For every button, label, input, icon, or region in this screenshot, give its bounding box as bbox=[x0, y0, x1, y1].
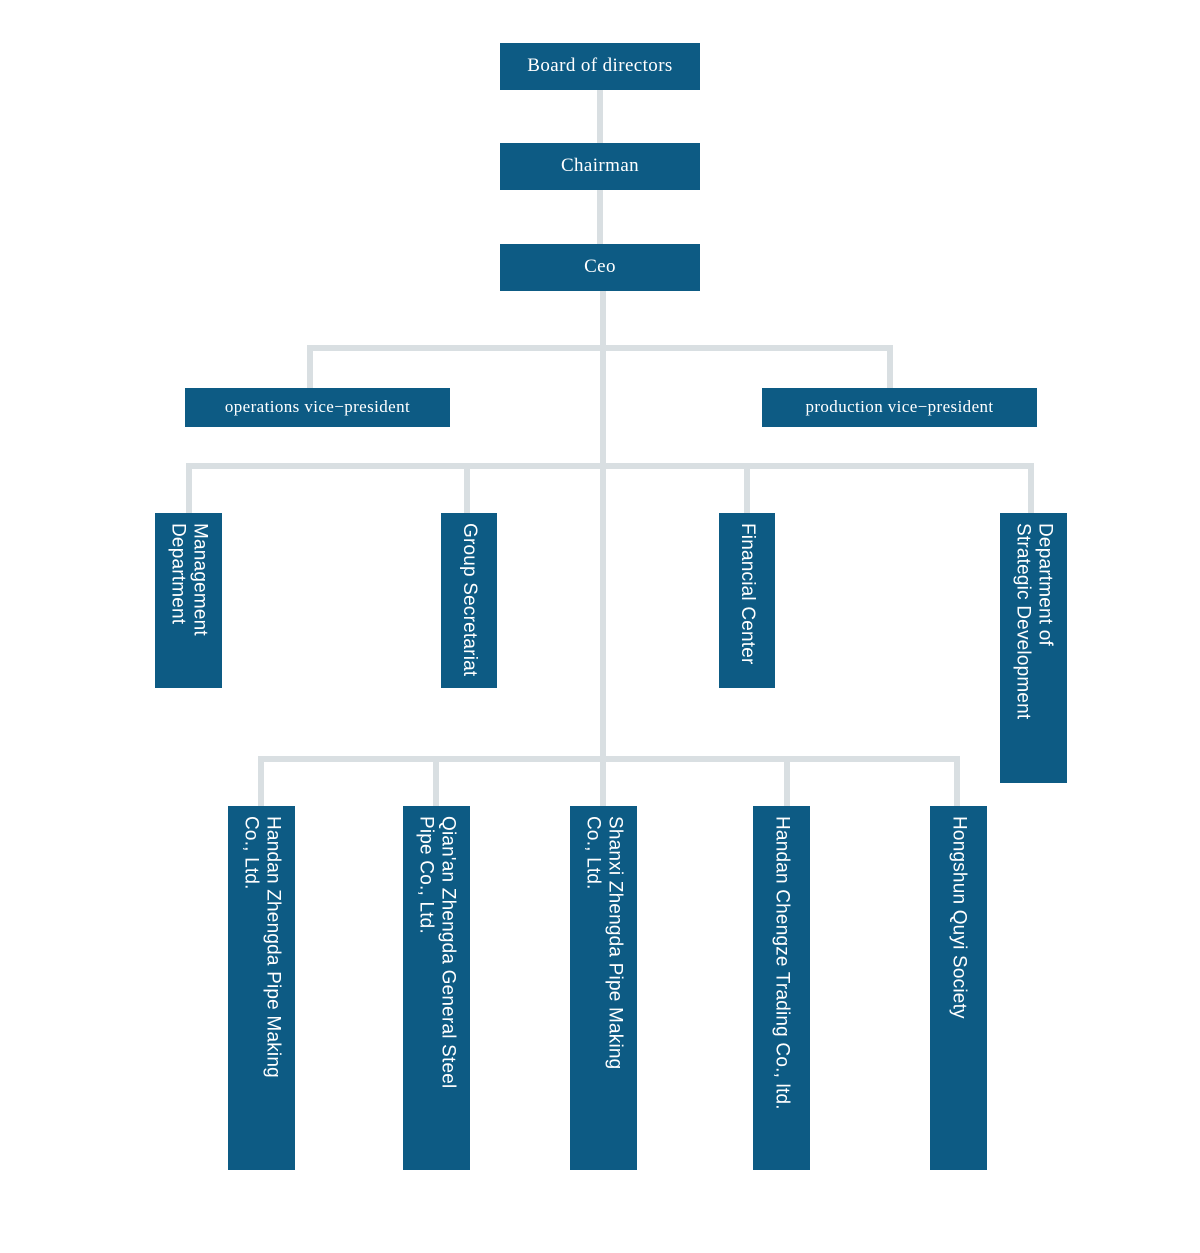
node-label: Group Secretariat bbox=[458, 523, 480, 677]
connector-board-to-chairman bbox=[597, 90, 603, 145]
node-group-secretariat[interactable]: Group Secretariat bbox=[441, 513, 497, 688]
node-label: Handan Chengze Trading Co., ltd. bbox=[771, 816, 793, 1110]
node-handan-chengze-trading[interactable]: Handan Chengze Trading Co., ltd. bbox=[753, 806, 810, 1170]
connector-vp-drop-operations bbox=[307, 345, 313, 390]
node-label: Board of directors bbox=[527, 55, 673, 77]
connector-vp-drop-production bbox=[887, 345, 893, 390]
node-shanxi-zhengda-pipe-making[interactable]: Shanxi Zhengda Pipe Making Co., Ltd. bbox=[570, 806, 637, 1170]
node-chairman[interactable]: Chairman bbox=[500, 143, 700, 190]
node-label: Qian'an Zhengda General Steel Pipe Co., … bbox=[415, 816, 459, 1089]
node-handan-zhengda-pipe-making[interactable]: Handan Zhengda Pipe Making Co., Ltd. bbox=[228, 806, 295, 1170]
connector-subsidiary-drop-chengze bbox=[784, 756, 790, 808]
node-label: Ceo bbox=[584, 256, 616, 278]
node-department-of-strategic-development[interactable]: Department of Strategic Development bbox=[1000, 513, 1067, 783]
connector-subsidiary-drop-shanxi bbox=[600, 756, 606, 808]
node-label: Management Department bbox=[167, 523, 211, 636]
connector-vp-bus bbox=[307, 345, 893, 351]
node-label: production vice−president bbox=[805, 397, 994, 417]
node-operations-vice-president[interactable]: operations vice−president bbox=[185, 388, 450, 427]
connector-subsidiary-drop-handan-zhengda bbox=[258, 756, 264, 808]
node-label: Hongshun Quyi Society bbox=[948, 816, 970, 1019]
connector-subsidiary-bus bbox=[258, 756, 960, 762]
node-label: Handan Zhengda Pipe Making Co., Ltd. bbox=[240, 816, 284, 1078]
node-qianan-zhengda-general-steel-pipe[interactable]: Qian'an Zhengda General Steel Pipe Co., … bbox=[403, 806, 470, 1170]
node-label: Chairman bbox=[560, 155, 640, 177]
node-hongshun-quyi-society[interactable]: Hongshun Quyi Society bbox=[930, 806, 987, 1170]
node-ceo[interactable]: Ceo bbox=[500, 244, 700, 291]
node-management-department[interactable]: Management Department bbox=[155, 513, 222, 688]
node-label: Shanxi Zhengda Pipe Making Co., Ltd. bbox=[582, 816, 626, 1070]
connector-subsidiary-drop-hongshun bbox=[954, 756, 960, 808]
connector-department-drop-management bbox=[186, 463, 192, 515]
connector-department-bus bbox=[186, 463, 1034, 469]
connector-department-drop-financial bbox=[744, 463, 750, 515]
connector-department-drop-secretariat bbox=[464, 463, 470, 515]
connector-department-drop-strategic bbox=[1028, 463, 1034, 515]
connector-subsidiary-drop-qianan bbox=[433, 756, 439, 808]
node-label: operations vice−president bbox=[224, 397, 411, 417]
node-production-vice-president[interactable]: production vice−president bbox=[762, 388, 1037, 427]
node-label: Financial Center bbox=[736, 523, 758, 665]
node-board-of-directors[interactable]: Board of directors bbox=[500, 43, 700, 90]
connector-chairman-to-ceo bbox=[597, 190, 603, 245]
node-financial-center[interactable]: Financial Center bbox=[719, 513, 775, 688]
node-label: Department of Strategic Development bbox=[1012, 523, 1056, 720]
connector-ceo-trunk bbox=[600, 291, 606, 808]
